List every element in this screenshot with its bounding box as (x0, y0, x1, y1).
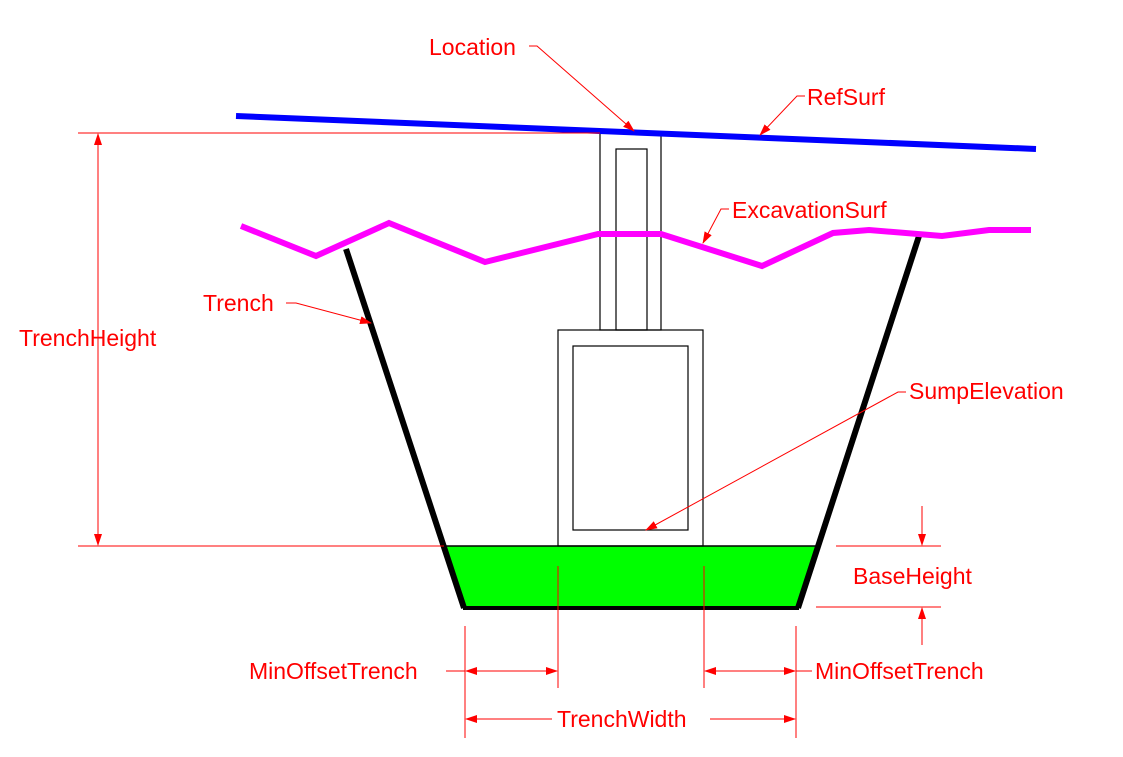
excavation-surf-label: ExcavationSurf (732, 197, 887, 223)
trench-width-label: TrenchWidth (557, 706, 687, 732)
trench-leader (286, 302, 372, 325)
excavation-surface-line (239, 219, 1031, 270)
sump-box-outer (557, 329, 704, 547)
trench-label: Trench (203, 290, 274, 316)
sump-elevation-label: SumpElevation (909, 378, 1064, 404)
sump-box-inner (572, 345, 689, 531)
ref-surface-line (235, 113, 1037, 152)
ref-surf-label: RefSurf (807, 84, 886, 110)
trench-height-label: TrenchHeight (19, 325, 157, 351)
refsurf-leader (759, 95, 805, 136)
riser-inner (615, 148, 648, 331)
sump-elevation-leader (645, 391, 906, 531)
location-label: Location (429, 34, 516, 60)
trench-wall-left (343, 248, 467, 609)
excavationsurf-leader (702, 208, 729, 244)
location-leader (529, 45, 635, 132)
base-height-label: BaseHeight (853, 563, 973, 589)
min-offset-trench-left-label: MinOffsetTrench (249, 658, 418, 684)
trench-base (444, 546, 818, 608)
trench-wall-right (795, 235, 922, 609)
min-offset-trench-right-label: MinOffsetTrench (815, 658, 984, 684)
